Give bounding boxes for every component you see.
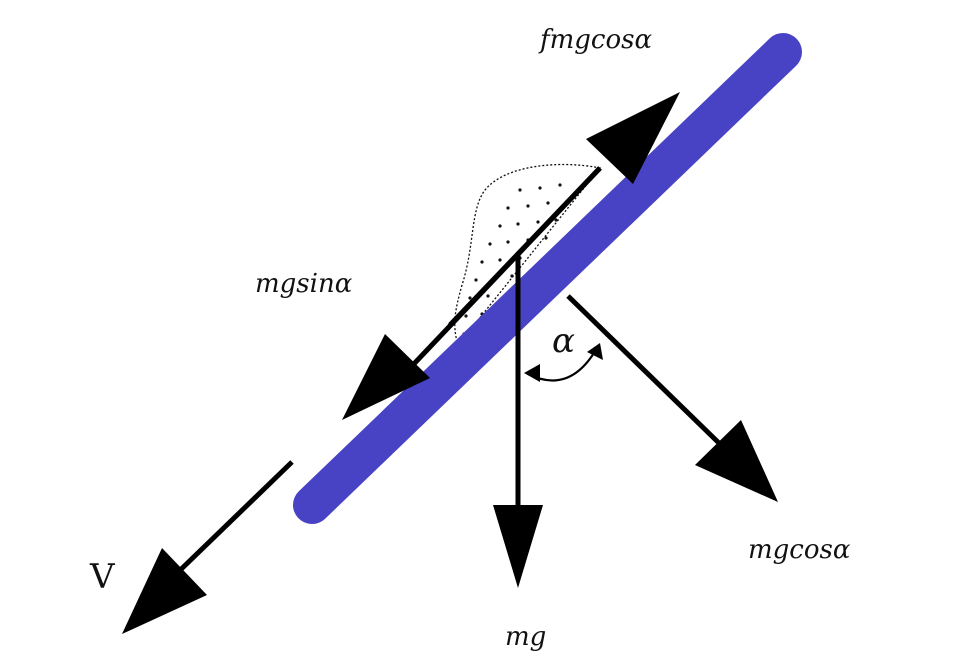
tangential-arrow (342, 166, 602, 420)
angle-arc (524, 343, 603, 382)
inclined-plate (293, 33, 802, 524)
velocity-arrow (122, 460, 294, 634)
tangential-label: mgsinα (255, 269, 353, 299)
weight-arrow (493, 255, 543, 588)
normal-arrow (566, 294, 778, 502)
normal-label: mgcosα (748, 535, 851, 565)
friction-label: fmgcosα (538, 25, 652, 55)
velocity-label: V (89, 557, 116, 597)
inclined-plate-edge (293, 33, 802, 524)
angle-label: α (552, 321, 575, 361)
weight-label: mg (505, 622, 546, 652)
